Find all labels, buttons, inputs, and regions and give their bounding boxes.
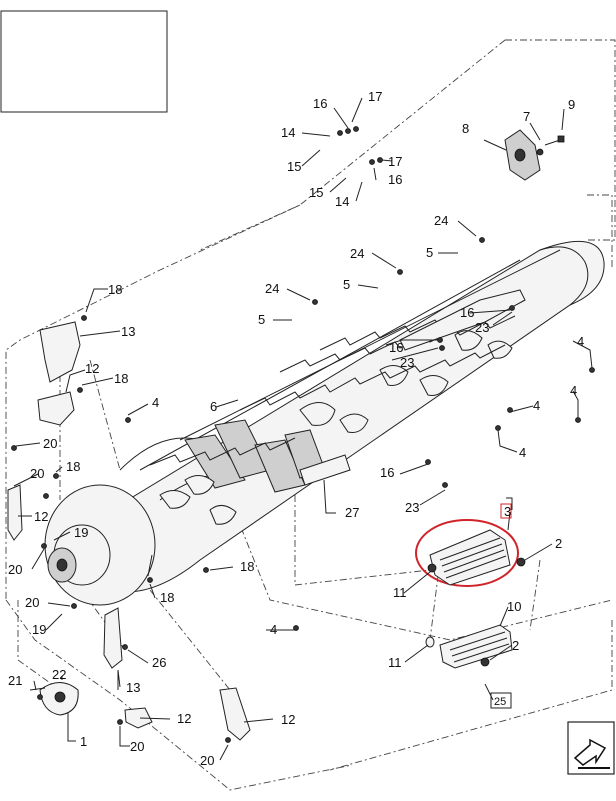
callout: 9 (568, 97, 575, 112)
fasteners (11, 126, 595, 743)
callout: 15 (309, 185, 323, 200)
callout: 24 (265, 281, 279, 296)
callout: 15 (287, 159, 301, 174)
left-brackets (7, 321, 251, 741)
callout: 24 (434, 213, 448, 228)
callout: 23 (405, 500, 419, 515)
next-page-arrow-icon[interactable] (567, 721, 615, 775)
title-box (0, 10, 168, 113)
callout: 18 (240, 559, 254, 574)
callout: 23 (400, 355, 414, 370)
callout: 4 (152, 395, 159, 410)
callout: 16 (460, 305, 474, 320)
callout: 25 (494, 696, 506, 708)
callout: 4 (519, 445, 526, 460)
callout: 20 (200, 753, 214, 768)
callout: 6 (210, 399, 217, 414)
callout: 14 (281, 125, 295, 140)
callout: 27 (345, 505, 359, 520)
callout: 17 (388, 154, 402, 169)
callout: 13 (126, 680, 140, 695)
callout: 1 (80, 734, 87, 749)
callout: 11 (388, 655, 402, 670)
callout: 4 (577, 334, 584, 349)
callout: 12 (85, 361, 99, 376)
callout: 4 (270, 622, 277, 637)
callout: 19 (32, 622, 46, 637)
callout: 19 (74, 525, 88, 540)
callout: 12 (177, 711, 191, 726)
callout: 20 (30, 466, 44, 481)
callout: 22 (52, 667, 66, 682)
callout: 18 (108, 282, 122, 297)
rotor-drum (44, 240, 605, 606)
part-8-hub (504, 129, 565, 181)
callout: 10 (507, 599, 521, 614)
callout: 16 (380, 465, 394, 480)
callout: 16 (313, 96, 327, 111)
callout: 18 (114, 371, 128, 386)
callout: 24 (350, 246, 364, 261)
callout: 21 (8, 673, 22, 688)
callout: 5 (258, 312, 265, 327)
callout: 4 (533, 398, 540, 413)
callout: 7 (523, 109, 530, 124)
callout: 4 (570, 383, 577, 398)
callout-labels: 16 17 14 15 17 16 15 14 8 7 9 24 5 24 5 … (8, 89, 584, 768)
callout: 20 (43, 436, 57, 451)
callout: 14 (335, 194, 349, 209)
callout: 16 (389, 340, 403, 355)
callout: 17 (368, 89, 382, 104)
callout: 2 (512, 638, 519, 653)
callout-25-box (490, 692, 512, 709)
callout: 13 (121, 324, 135, 339)
callout: 5 (426, 245, 433, 260)
callout: 5 (343, 277, 350, 292)
callout: 11 (393, 585, 407, 600)
part-10 (425, 624, 513, 669)
callout: 20 (130, 739, 144, 754)
highlighted-part-3[interactable] (415, 519, 526, 587)
callout: 16 (388, 172, 402, 187)
highlight-ellipse (415, 519, 519, 587)
callout: 18 (66, 459, 80, 474)
callout: 26 (152, 655, 166, 670)
callout: 23 (475, 320, 489, 335)
callout: 12 (34, 509, 48, 524)
callout: 2 (555, 536, 562, 551)
callout-3-box (500, 503, 512, 519)
callout: 8 (462, 121, 469, 136)
callout: 18 (160, 590, 174, 605)
callout-highlighted[interactable]: 3 (504, 504, 511, 519)
callout: 20 (25, 595, 39, 610)
leader-lines (13, 97, 593, 761)
callout: 12 (281, 712, 295, 727)
callout: 20 (8, 562, 22, 577)
